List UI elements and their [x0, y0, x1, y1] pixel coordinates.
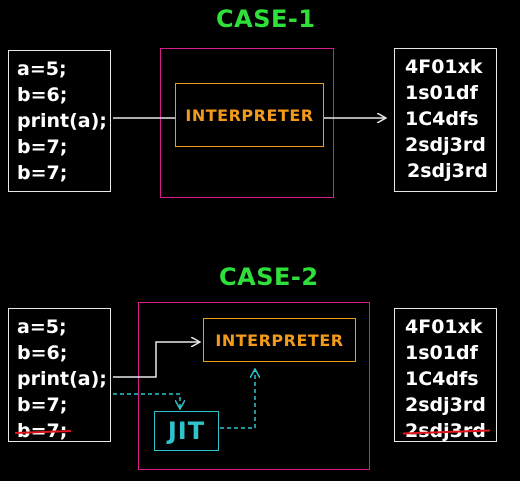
case2-runtime-frame [138, 302, 370, 470]
source-line: a=5; [17, 58, 67, 80]
case2-output-box: 4F01xk 1s01df 1C4dfs 2sdj3rd 2sdj3rd [394, 308, 497, 442]
source-line: b=7; [17, 162, 68, 184]
source-line: a=5; [17, 316, 67, 338]
output-line: 1C4dfs [405, 368, 479, 390]
source-line: b=6; [17, 342, 68, 364]
source-line: print(a); [17, 368, 107, 390]
case1-interpreter-box: INTERPRETER [175, 83, 324, 147]
output-line: 2sdj3rd [405, 394, 486, 416]
output-line: 1s01df [405, 82, 478, 104]
source-line: b=6; [17, 84, 68, 106]
case2-code-to-interpreter-arrow [113, 342, 199, 378]
case2-interpreter-box: INTERPRETER [203, 318, 356, 362]
case2-jit-box: JIT [154, 411, 219, 451]
output-line: 4F01xk [405, 316, 483, 338]
strikethrough-text: b=7; [17, 420, 68, 442]
case2-code-to-jit-arrow [113, 393, 180, 408]
output-line: 4F01xk [405, 56, 483, 78]
case2-jit-to-interpreter-arrow [220, 370, 255, 429]
case1-output-box: 4F01xk 1s01df 1C4dfs 2sdj3rd 2sdj3rd [394, 48, 497, 192]
output-line: 1s01df [405, 342, 478, 364]
source-line: b=7; [17, 136, 68, 158]
output-line: 2sdj3rd [407, 160, 488, 182]
source-line: b=7; [17, 394, 68, 416]
output-line: 1C4dfs [405, 108, 479, 130]
case1-source-code-box: a=5; b=6; print(a); b=7; b=7; [8, 50, 111, 192]
case1-runtime-frame [160, 48, 334, 198]
output-line: 2sdj3rd [405, 134, 486, 156]
case1-title: CASE-1 [216, 5, 316, 33]
case2-title: CASE-2 [219, 263, 319, 291]
source-line: print(a); [17, 110, 107, 132]
struck-source-line: b=7; [17, 418, 110, 444]
struck-output-line: 2sdj3rd [405, 418, 496, 444]
case2-source-code-box: a=5; b=6; print(a); b=7; b=7; [8, 308, 111, 442]
strikethrough-text: 2sdj3rd [405, 420, 486, 442]
